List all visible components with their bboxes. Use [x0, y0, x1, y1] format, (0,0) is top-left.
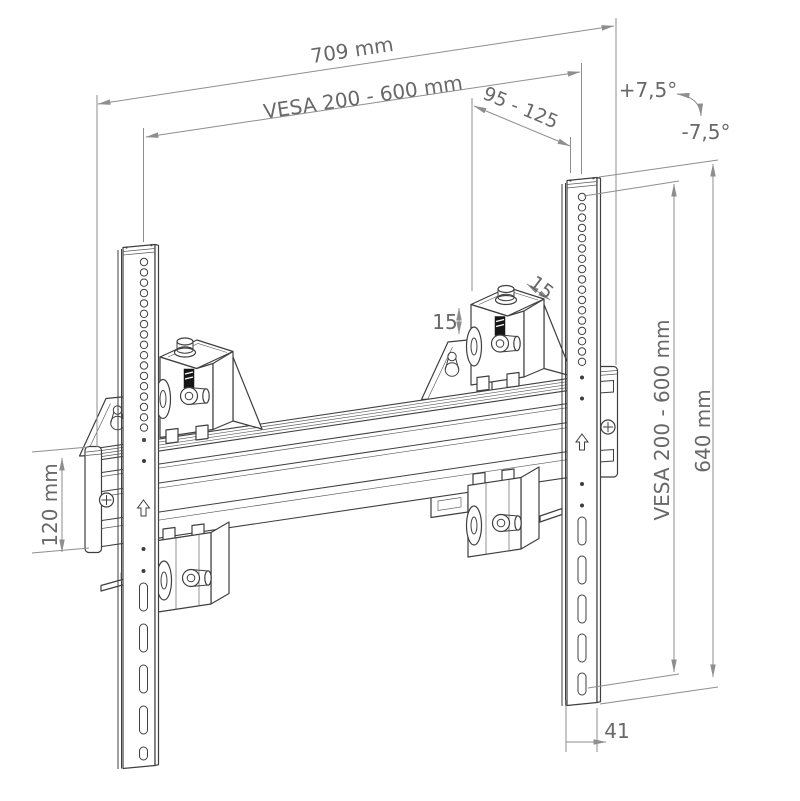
rail-end-cap-left — [84, 445, 115, 554]
tilt-up-label: +7,5° — [619, 78, 678, 102]
vesa-rail-right — [561, 176, 602, 707]
up-arrow-icon — [575, 433, 589, 451]
ext-vesa-height — [583, 180, 680, 689]
dim-overall-width-label: 709 mm — [309, 32, 395, 68]
bracket-bottom-left — [155, 521, 230, 613]
ext-vesa-width — [143, 63, 582, 242]
dim-rail-height-label: 120 mm — [38, 463, 62, 547]
tilt-arc — [676, 92, 704, 117]
bracket-top-right — [465, 284, 574, 392]
ext-wall-distance — [471, 98, 571, 291]
vesa-hole-column-right — [577, 192, 587, 366]
vesa-rail-left — [117, 243, 160, 770]
slot-column-left — [139, 582, 148, 761]
horizontal-wall-rail — [84, 370, 618, 550]
up-arrow-icon — [136, 499, 151, 517]
dim-wall-distance — [473, 105, 571, 147]
dim-vesa-width — [145, 71, 581, 138]
dim-vesa-height-label: VESA 200 - 600 mm — [650, 319, 674, 520]
wall-plate-left-hook — [100, 577, 127, 592]
ext-overall-width — [96, 18, 617, 447]
slot-column-right — [577, 516, 587, 696]
ext-profile-depth — [565, 700, 598, 752]
dim-adjust-vertical-label: 15 — [432, 310, 457, 334]
safety-latch — [539, 507, 563, 523]
ext-overall-height — [598, 159, 719, 705]
gusset — [232, 356, 263, 430]
dim-vesa-width-label: VESA 200 - 600 mm — [262, 70, 464, 123]
tilt-down-label: -7,5° — [681, 120, 730, 144]
dim-overall-height-label: 640 mm — [691, 389, 715, 473]
dim-adjust-depth — [526, 283, 551, 301]
dim-profile-depth-label: 41 — [604, 719, 629, 743]
bracket-bottom-right — [465, 466, 563, 558]
vesa-hole-column-left — [139, 257, 149, 432]
